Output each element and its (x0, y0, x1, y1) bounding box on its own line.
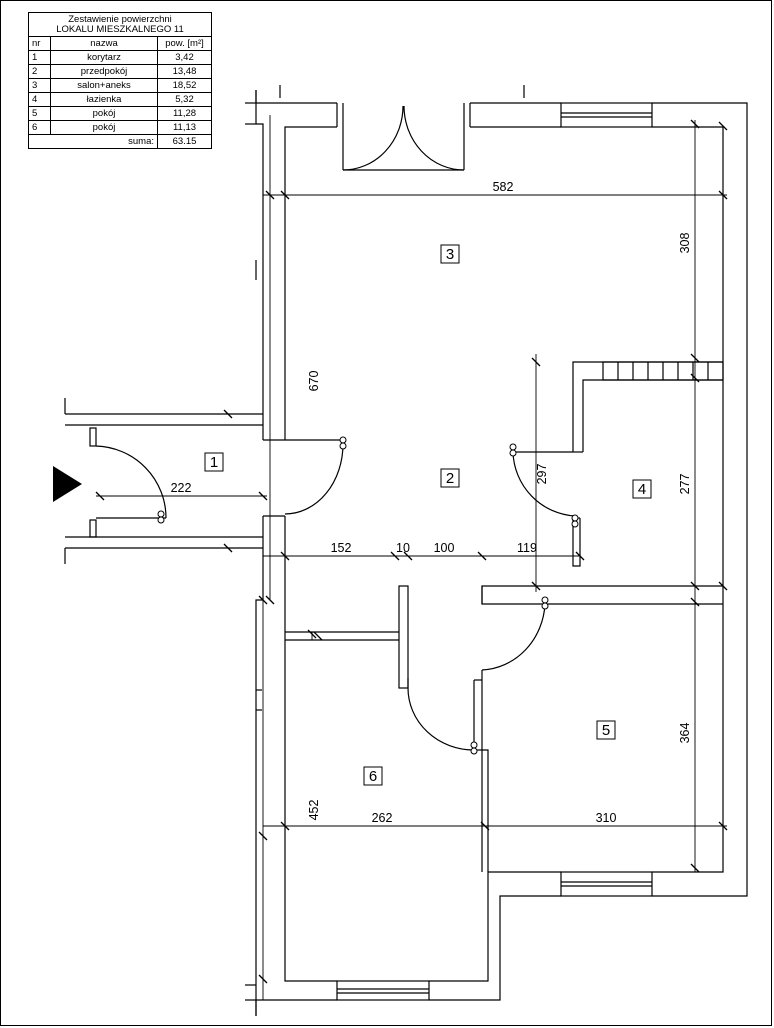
dim-297: 297 (535, 464, 549, 485)
room-label-5: 5 (602, 722, 610, 739)
room-label-2: 2 (446, 470, 454, 487)
dim-10: 10 (396, 541, 410, 555)
window (560, 102, 653, 128)
hall-partition-wall (398, 585, 409, 689)
room-label-1: 1 (210, 454, 218, 471)
table-row: 1 korytarz 3,42 (28, 50, 212, 65)
dim-262: 262 (372, 811, 393, 825)
dim-452: 452 (307, 800, 321, 821)
dim-277: 277 (678, 474, 692, 495)
dim-222: 222 (171, 481, 192, 495)
windows (336, 102, 653, 1001)
plan-lines (64, 85, 748, 1016)
table-title-line1: Zestawienie powierzchni (68, 14, 172, 25)
dim-364: 364 (678, 723, 692, 744)
balcony-door (336, 103, 471, 171)
interior-walls (285, 585, 723, 872)
dim-119: 119 (517, 541, 537, 555)
sum-value: 63.15 (157, 134, 212, 149)
room-labels: 3 2 1 4 5 6 (204, 244, 652, 786)
dimension-lines (96, 115, 727, 1000)
corridor-walls (64, 398, 263, 564)
dim-100: 100 (434, 541, 455, 555)
room-label-6: 6 (369, 768, 377, 785)
room-label-3: 3 (446, 246, 454, 263)
door-hinges (157, 436, 579, 755)
dimension-ticks (95, 119, 728, 984)
window (336, 980, 430, 1001)
outer-walls (245, 85, 748, 1016)
table-row: 3 salon+aneks 18,52 (28, 78, 212, 93)
dim-152: 152 (331, 541, 352, 555)
dim-670: 670 (307, 371, 321, 392)
dim-310: 310 (596, 811, 617, 825)
table-title-line2: LOKALU MIESZKALNEGO 11 (56, 23, 184, 35)
entrance-arrow-icon (53, 466, 82, 502)
table-row: 6 pokój 11,13 (28, 120, 212, 135)
dim-308: 308 (678, 233, 692, 254)
dim-582: 582 (493, 180, 514, 194)
dimension-labels: 582 308 670 222 297 277 152 10 100 119 3… (171, 180, 692, 825)
bathroom-walls (512, 361, 724, 567)
hall-entrance-door (284, 439, 344, 515)
window (560, 871, 653, 897)
room-label-4: 4 (638, 481, 646, 498)
table-sum-row: suma: 63.15 (28, 134, 212, 149)
area-summary-table: Zestawienie powierzchni LOKALU MIESZKALN… (28, 12, 212, 149)
